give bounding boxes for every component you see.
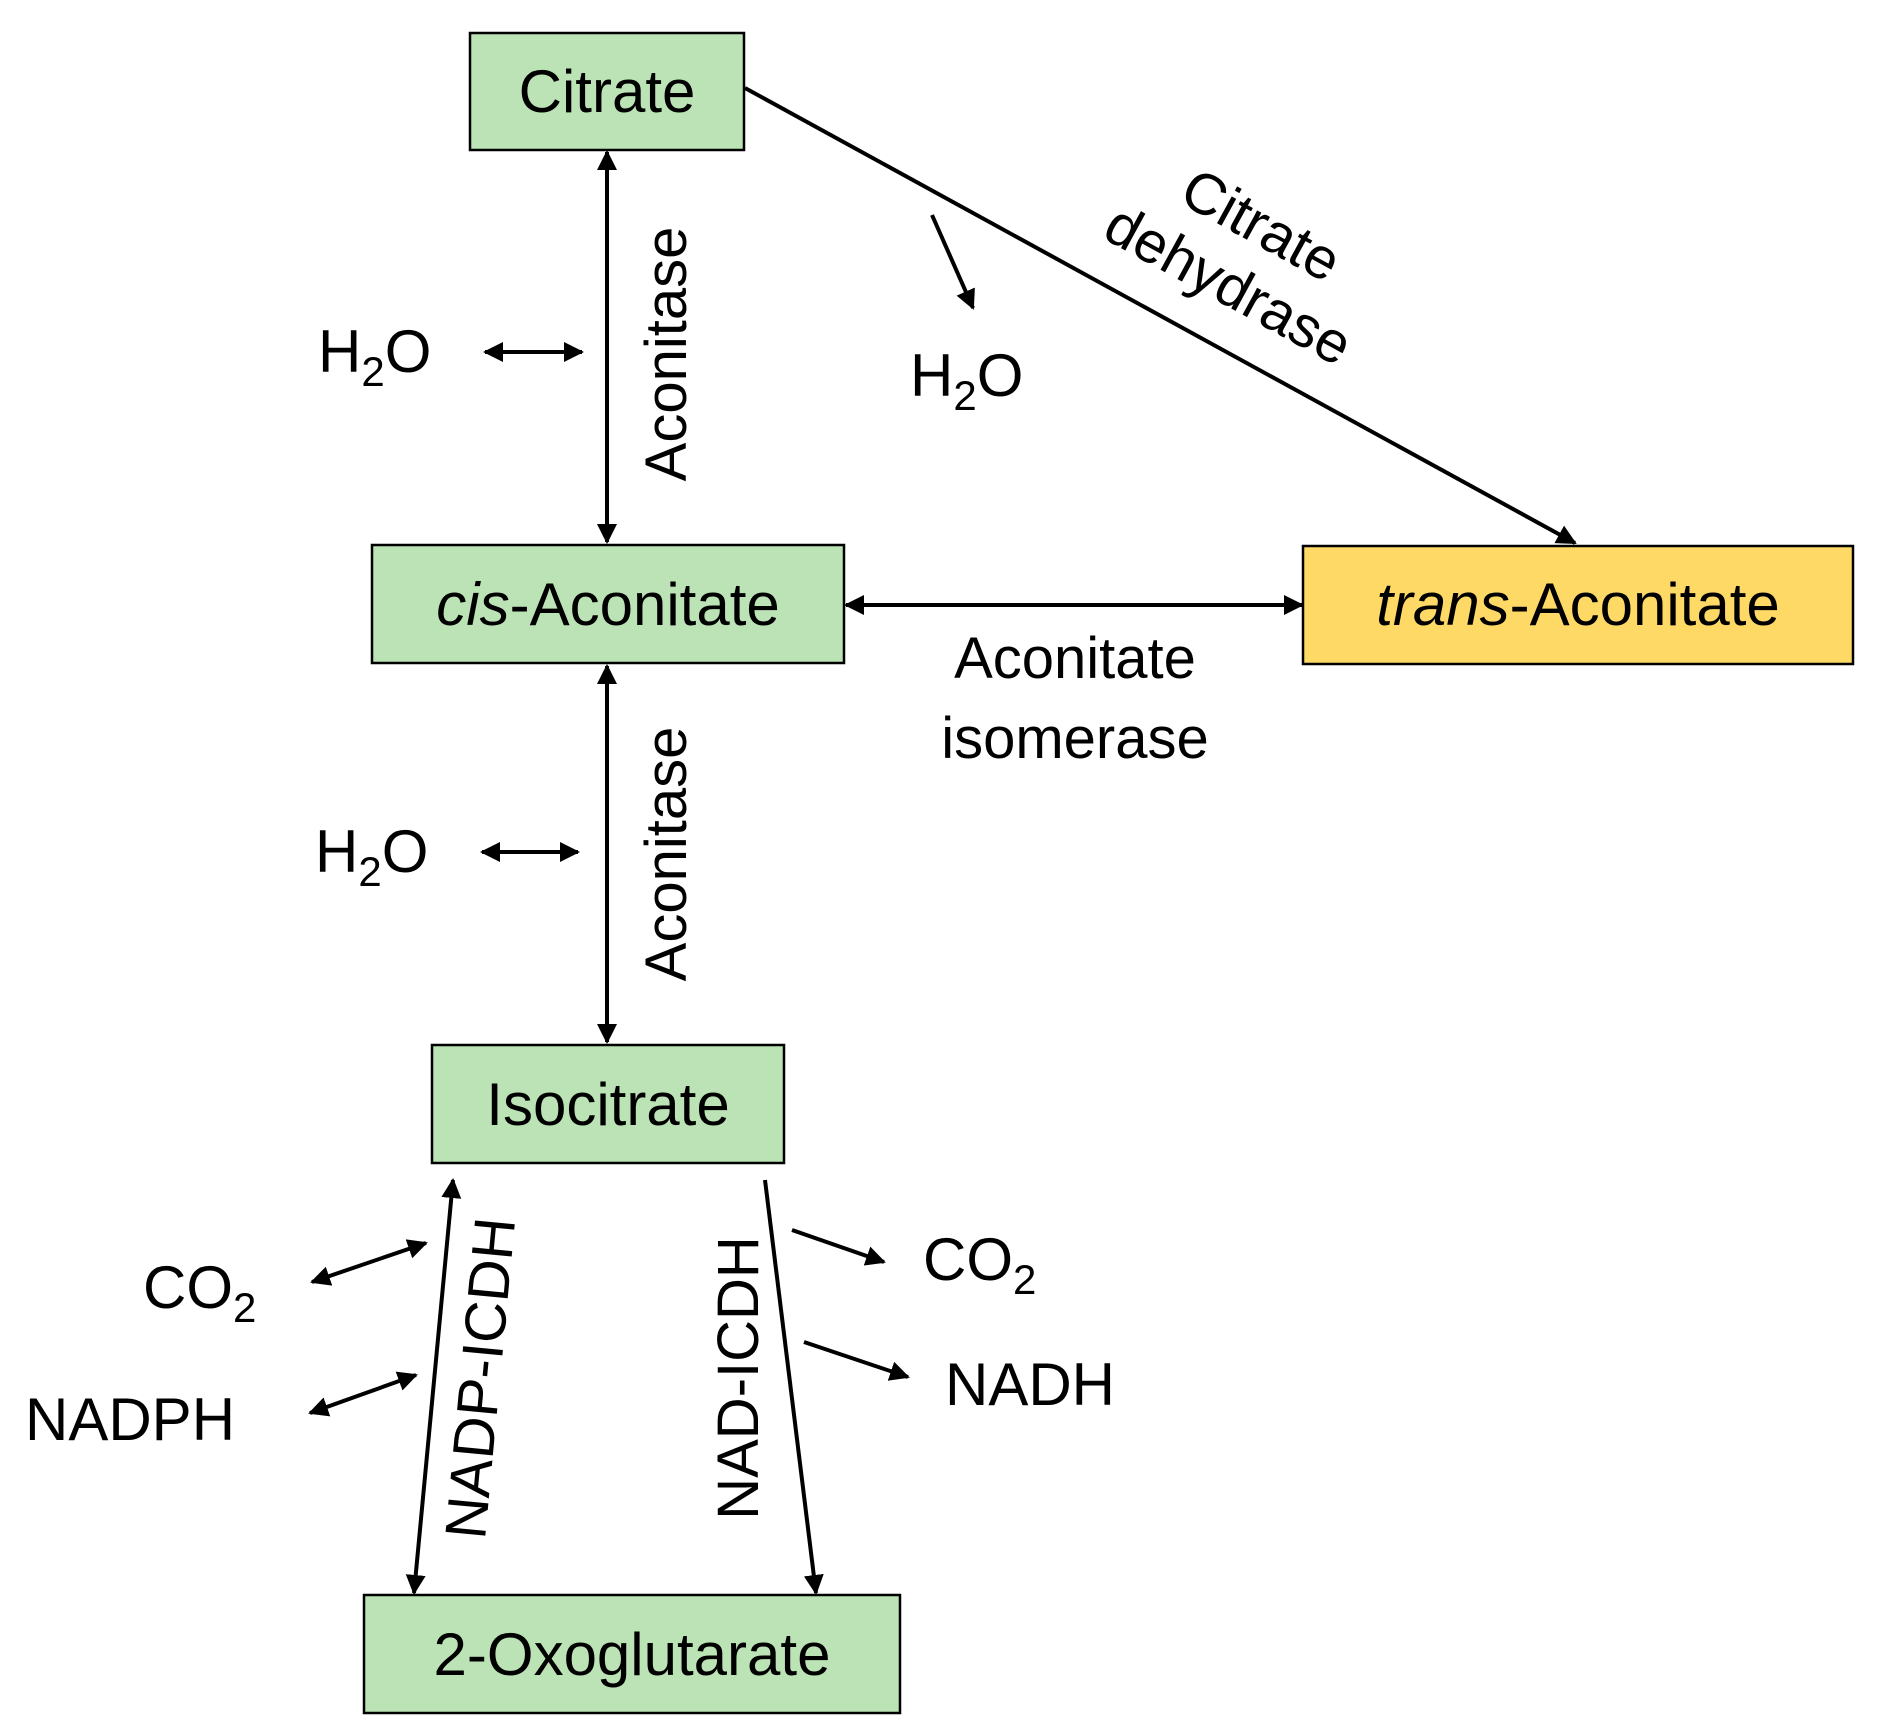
- co2-left-arrow: [310, 1239, 428, 1286]
- cis-prefix: cis: [436, 571, 509, 638]
- enzyme-nad-icdh: NAD-ICDH: [706, 1236, 771, 1520]
- water-top-left: H2O: [318, 318, 431, 395]
- cis-suffix: -Aconitate: [510, 571, 780, 638]
- enzyme-aconitase-bottom: Aconitase: [634, 727, 699, 982]
- water-top-mid-arrow: [930, 214, 975, 310]
- nadp-icdh-arrow: [405, 1178, 462, 1595]
- svg-text:trans-Aconitate: trans-Aconitate: [1376, 571, 1780, 638]
- citrate-trans-aconitate-arrow: [744, 86, 1577, 545]
- co2-right: CO2: [923, 1226, 1036, 1303]
- node-oxoglutarate: 2-Oxoglutarate: [362, 1593, 902, 1715]
- svg-text:cis-Aconitate: cis-Aconitate: [436, 571, 780, 638]
- node-citrate: Citrate: [468, 31, 746, 152]
- nad-icdh-arrow: [763, 1179, 824, 1595]
- node-citrate-label: Citrate: [519, 58, 696, 125]
- nadh-label: NADH: [945, 1351, 1115, 1418]
- node-isocitrate: Isocitrate: [430, 1043, 786, 1165]
- node-cis-aconitate: cis-Aconitate: [370, 543, 846, 665]
- co2-left: CO2: [143, 1254, 256, 1331]
- water-bottom-left: H2O: [315, 818, 428, 895]
- enzyme-nadp-icdh: NADP-ICDH: [433, 1215, 528, 1542]
- co2-right-arrow: [791, 1228, 886, 1266]
- node-oxoglutarate-label: 2-Oxoglutarate: [434, 1621, 831, 1688]
- aconitate-isomerase-line2: isomerase: [941, 706, 1209, 771]
- nadph-label: NADPH: [25, 1386, 235, 1453]
- aconitate-isomerase-line1: Aconitate: [954, 626, 1196, 691]
- node-isocitrate-label: Isocitrate: [486, 1071, 729, 1138]
- trans-suffix: -Aconitate: [1510, 571, 1780, 638]
- enzyme-aconitase-top: Aconitase: [634, 227, 699, 482]
- water-top-mid: H2O: [910, 342, 1023, 419]
- nadph-left-arrow: [308, 1371, 418, 1417]
- node-trans-aconitate: trans-Aconitate: [1301, 544, 1855, 666]
- enzyme-citrate-dehydrase: Citrate dehydrase: [1094, 156, 1363, 379]
- nadh-right-arrow: [803, 1340, 910, 1381]
- trans-prefix: trans: [1376, 571, 1509, 638]
